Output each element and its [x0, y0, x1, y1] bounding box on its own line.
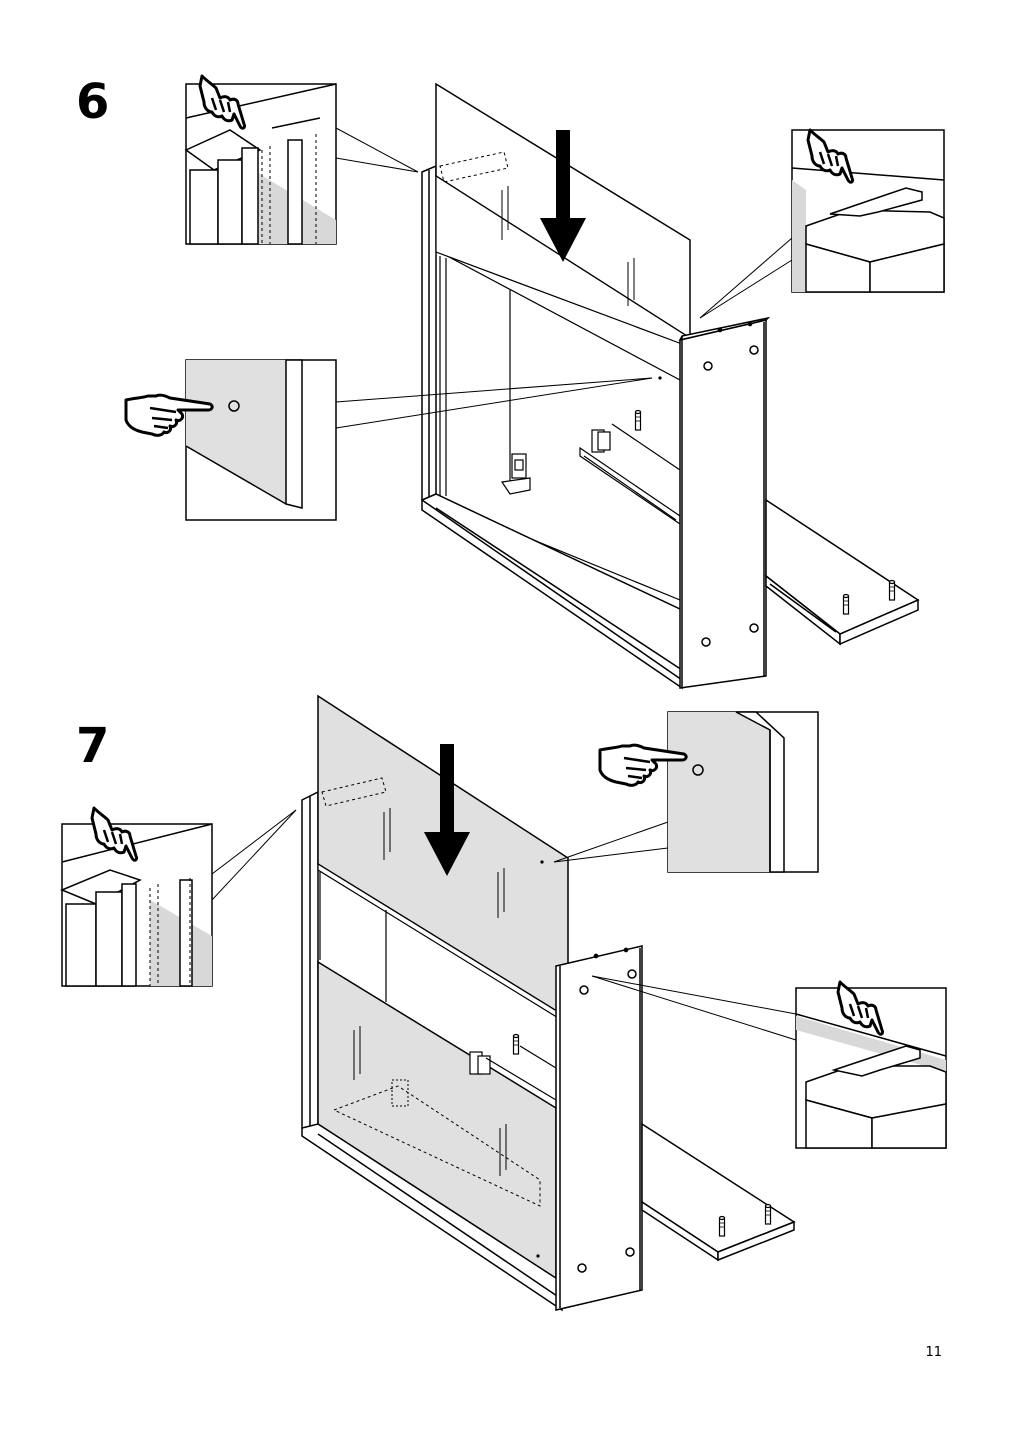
step-7-illustration	[60, 694, 947, 1312]
down-arrow-icon-7	[424, 744, 470, 876]
step-6-illustration	[124, 74, 945, 690]
detail-box-groove-left-7	[60, 806, 213, 987]
fittings-7	[469, 1045, 557, 1101]
loose-board	[765, 498, 920, 646]
callout-lines-7	[211, 809, 797, 1041]
cabinet-bottom	[421, 493, 683, 690]
page-number: 11	[925, 1345, 942, 1360]
step-6-number: 6	[76, 74, 110, 130]
back-panel-lower	[317, 960, 557, 1282]
detail-box-hole	[124, 359, 337, 521]
fittings	[500, 423, 681, 526]
detail-box-groove-right-7	[795, 980, 947, 1149]
cabinet-left-side-7	[301, 790, 319, 1138]
callout-lines	[335, 127, 793, 429]
detail-box-hole-7	[598, 711, 819, 873]
loose-board-7	[641, 1122, 796, 1262]
detail-box-groove-left	[184, 74, 337, 245]
down-arrow-icon	[540, 130, 586, 262]
detail-box-groove-right	[791, 128, 945, 293]
step-7-number: 7	[76, 718, 110, 774]
cabinet-right-side-7	[555, 945, 643, 1311]
cabinet-inner-lines	[435, 249, 681, 601]
cabinet-left-side	[421, 164, 437, 510]
cabinet-right-side	[678, 316, 771, 689]
